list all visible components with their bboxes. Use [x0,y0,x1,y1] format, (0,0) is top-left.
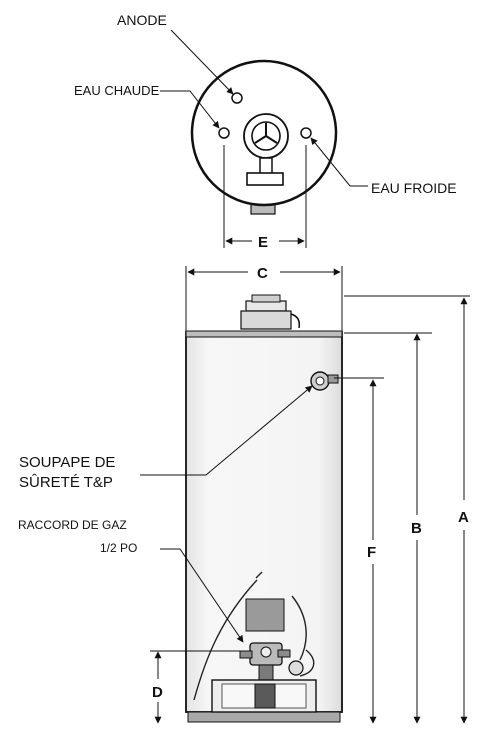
dimension-f-label: F [367,544,376,561]
hot-water-hole [218,127,230,139]
dimension-a [344,295,470,724]
relief-valve [310,371,339,391]
dimension-e [223,145,307,248]
dimension-d-label: D [152,684,163,701]
dimension-d [150,650,250,724]
gas-connection-label-line1: RACCORD DE GAZ [18,518,127,532]
tank-top-rim [185,330,343,338]
cold-water-label: EAU FROIDE [371,180,457,196]
cold-water-hole [300,127,312,139]
dimension-b [344,332,432,724]
anode-label: ANODE [117,12,167,28]
draft-hood [240,294,301,330]
hot-water-label: EAU CHAUDE [74,83,160,98]
gas-connection-label-line2: 1/2 PO [100,541,137,555]
flue-baffle [254,123,278,144]
tank-base [187,711,341,723]
side-leaders [140,385,313,643]
dimension-a-label: A [458,509,469,526]
top-view [190,59,338,215]
dimension-c-label: C [257,265,268,282]
dimension-c [185,266,343,332]
dimension-f [334,377,384,724]
relief-valve-label-line2: SÛRETÉ T&P [19,474,113,491]
top-view-leaders [160,29,368,187]
dimension-b-label: B [411,520,422,537]
gas-control-area [193,571,317,713]
dimension-e-label: E [258,234,268,251]
relief-valve-label-line1: SOUPAPE DE [19,454,115,471]
draft-hood-base [246,172,284,186]
anode-hole [231,92,243,104]
draft-hood-stem [259,157,273,175]
